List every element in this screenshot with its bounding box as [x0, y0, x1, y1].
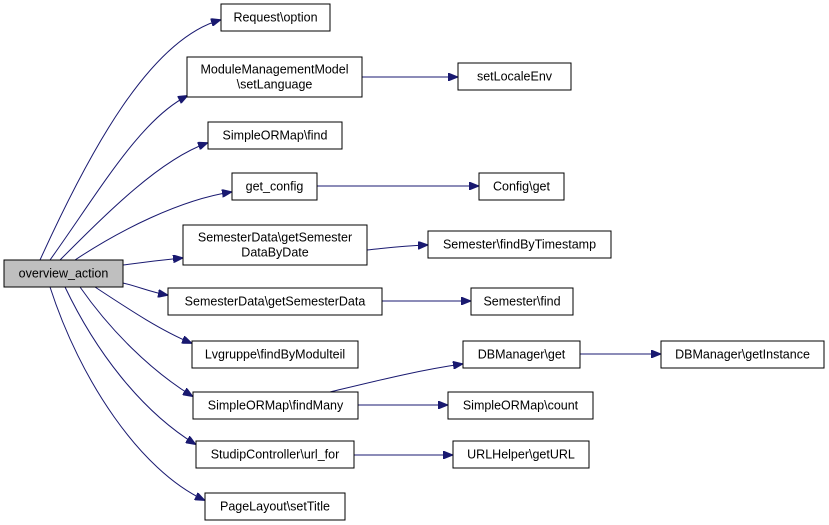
node-label: SimpleORMap\count [463, 399, 579, 413]
node-label: Semester\find [483, 295, 560, 309]
edge-overview_action-to-lvgruppe_find [94, 286, 191, 343]
node-label: get_config [246, 180, 304, 194]
node-label: DBManager\get [478, 348, 566, 362]
node-overview-action[interactable]: overview_action [3, 259, 124, 288]
node-semester-find-by-timestamp[interactable]: Semester\findByTimestamp [427, 230, 612, 259]
node-get-config[interactable]: get_config [231, 172, 318, 201]
edge-overview_action-to-module_set_language [49, 96, 187, 261]
node-box [167, 287, 383, 316]
edge-semester_by_date-to-semester_find_by_timestamp [366, 245, 427, 251]
node-request-option[interactable]: Request\option [220, 3, 331, 32]
node-label: Request\option [233, 11, 317, 25]
node-label: overview_action [19, 267, 109, 281]
edges [39, 20, 660, 500]
node-simpleormap-count[interactable]: SimpleORMap\count [447, 391, 594, 420]
node-urlhelper-geturl[interactable]: URLHelper\getURL [452, 440, 590, 469]
node-simpleormap-findmany[interactable]: SimpleORMap\findMany [192, 391, 359, 420]
node-label: ModuleManagementModel [200, 63, 348, 77]
node-box [478, 172, 565, 201]
node-lvgruppe-find[interactable]: Lvgruppe\findByModulteil [191, 340, 359, 369]
node-box [231, 172, 318, 201]
node-box [220, 3, 331, 32]
node-box [427, 230, 612, 259]
node-dbmanager-instance[interactable]: DBManager\getInstance [660, 340, 825, 369]
node-box [191, 340, 359, 369]
node-set-locale-env[interactable]: setLocaleEnv [457, 62, 572, 91]
node-box [462, 340, 581, 369]
edge-overview_action-to-get_config [74, 192, 231, 261]
edge-overview_action-to-studip_url_for [64, 286, 195, 444]
node-label: SemesterData\getSemesterData [185, 295, 366, 309]
node-box [204, 492, 346, 521]
edge-overview_action-to-semester_data [122, 282, 167, 295]
node-box [186, 56, 363, 98]
node-module-set-language[interactable]: ModuleManagementModel\setLanguage [186, 56, 363, 98]
node-box [3, 259, 124, 288]
node-box [195, 440, 355, 469]
edge-overview_action-to-request_option [39, 20, 220, 261]
node-label: Semester\findByTimestamp [443, 238, 596, 252]
node-box [470, 287, 574, 316]
node-semester-find[interactable]: Semester\find [470, 287, 574, 316]
node-box [207, 121, 343, 150]
node-semester-data[interactable]: SemesterData\getSemesterData [167, 287, 383, 316]
node-box [660, 340, 825, 369]
edge-simpleormap_findmany-to-dbmanager_get [329, 364, 462, 393]
node-simpleormap-find[interactable]: SimpleORMap\find [207, 121, 343, 150]
node-box [447, 391, 594, 420]
node-dbmanager-get[interactable]: DBManager\get [462, 340, 581, 369]
node-label: DataByDate [241, 246, 308, 260]
node-label: DBManager\getInstance [675, 348, 810, 362]
node-label: URLHelper\getURL [467, 448, 575, 462]
node-label: SimpleORMap\find [223, 129, 328, 143]
node-label: Lvgruppe\findByModulteil [205, 348, 345, 362]
node-label: StudipController\url_for [211, 448, 340, 462]
node-label: setLocaleEnv [477, 70, 553, 84]
node-box [192, 391, 359, 420]
nodes: overview_action Request\optionModuleManag… [3, 3, 825, 521]
node-box [457, 62, 572, 91]
node-studip-url-for[interactable]: StudipController\url_for [195, 440, 355, 469]
node-label: SimpleORMap\findMany [208, 399, 344, 413]
node-label: PageLayout\setTitle [220, 500, 330, 514]
node-label: \setLanguage [237, 78, 313, 92]
node-box [452, 440, 590, 469]
node-label: Config\get [493, 180, 551, 194]
node-box [182, 224, 368, 266]
node-label: SemesterData\getSemester [198, 231, 352, 245]
edge-overview_action-to-simpleormap_findmany [79, 286, 192, 396]
node-pagelayout-settitle[interactable]: PageLayout\setTitle [204, 492, 346, 521]
node-config-get[interactable]: Config\get [478, 172, 565, 201]
edge-overview_action-to-pagelayout_settitle [49, 286, 204, 500]
edge-overview_action-to-semester_by_date [122, 258, 182, 266]
edge-overview_action-to-simpleormap_find [59, 143, 207, 261]
